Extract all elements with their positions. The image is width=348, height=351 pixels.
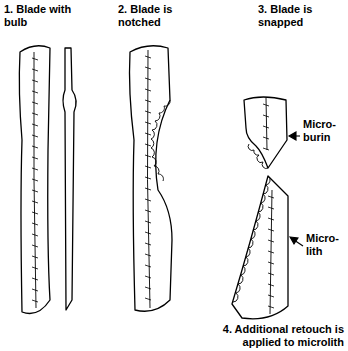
step-label: 2. Blade is notched: [118, 3, 198, 29]
leader-arrow: [289, 132, 303, 246]
step-label: 4. Additional retouch is applied to micr…: [188, 323, 344, 349]
step-label: 1. Blade with bulb: [4, 3, 74, 29]
step-label: 3. Blade is snapped: [258, 3, 344, 29]
microlith-piece: [232, 176, 288, 319]
retouch: [151, 100, 270, 302]
blade-profile: [63, 48, 76, 310]
microburin-piece: [244, 97, 287, 168]
part-label: Micro-burin: [303, 118, 345, 144]
notched-blade: [130, 46, 173, 312]
part-label: Micro-lith: [306, 232, 344, 258]
blade-front: [19, 46, 50, 314]
